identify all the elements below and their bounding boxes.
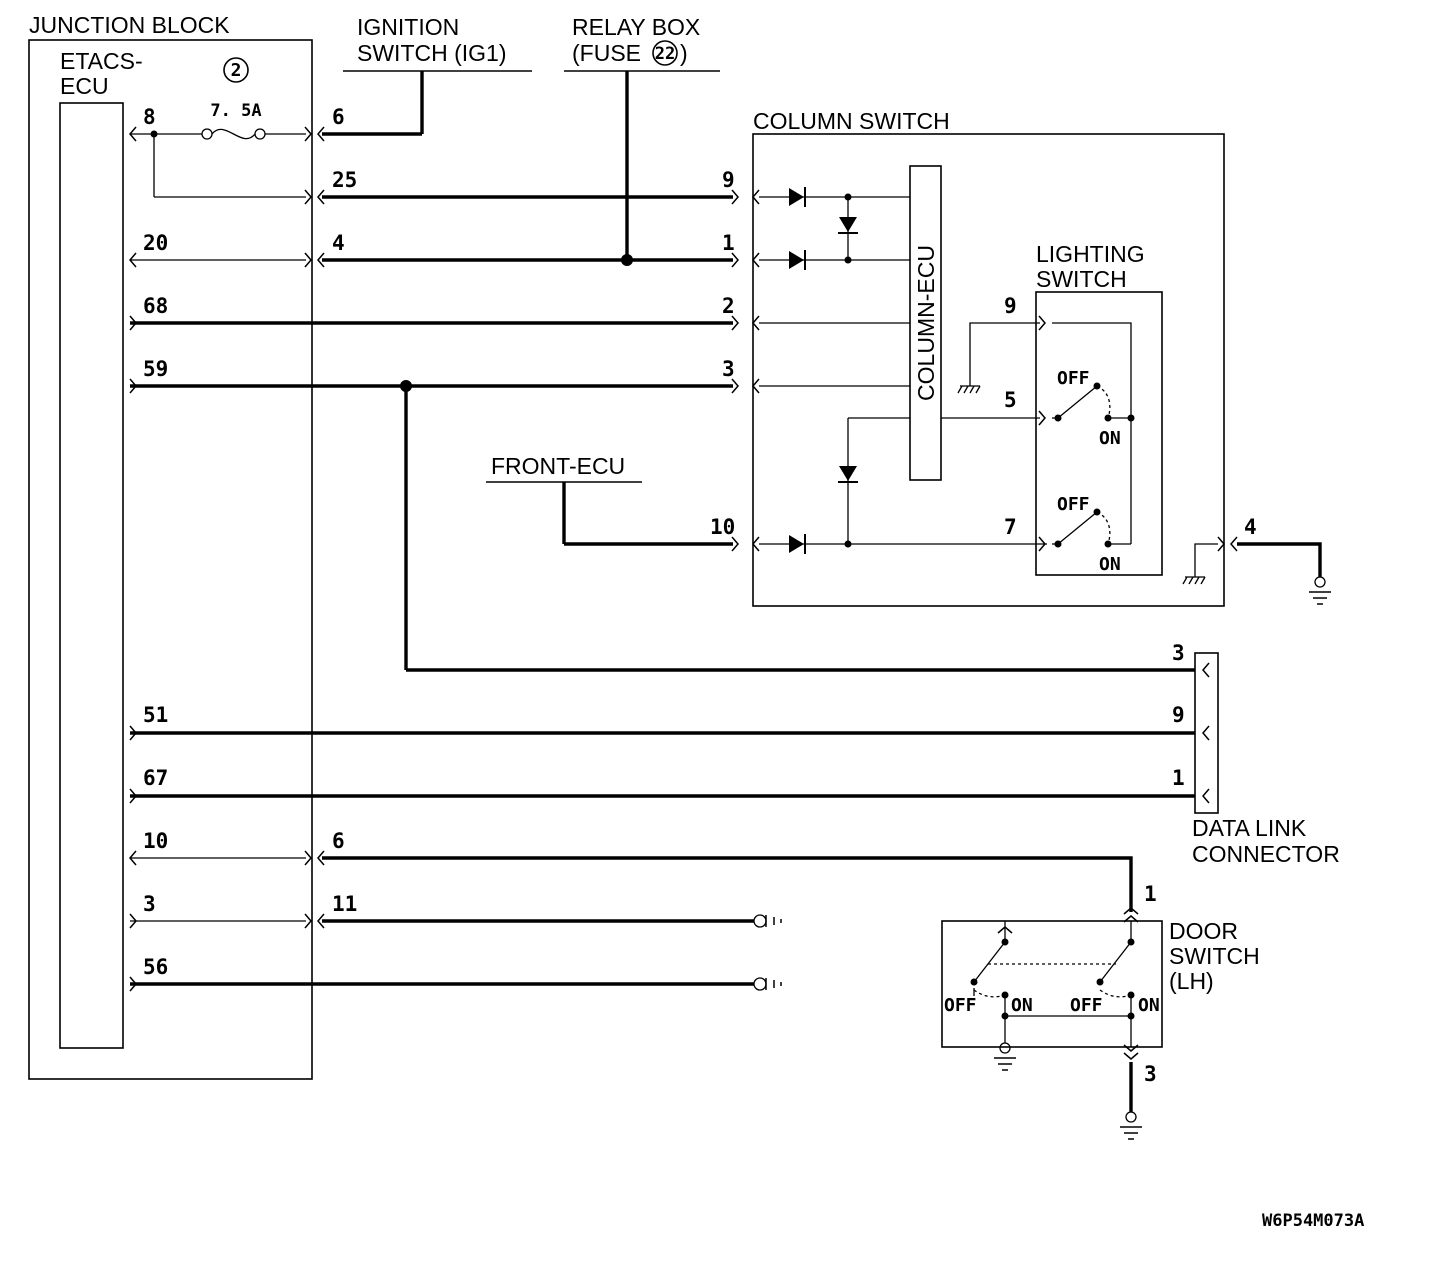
door-switch: DOOR SWITCH (LH) 1 3 OFF ON OFF ON: [941, 882, 1260, 1140]
relay-box-label-3: ): [680, 40, 688, 66]
junction-out-pins: 6 25 4 6 11: [332, 105, 357, 916]
ground-icon: [1119, 1126, 1143, 1140]
etacs-pin-51: 51: [143, 703, 168, 727]
door-switch-label-2: SWITCH: [1169, 943, 1260, 969]
etacs-pin-68: 68: [143, 294, 168, 318]
relay-fuse-circle: [652, 40, 678, 66]
dlc-pin-1: 1: [1172, 766, 1185, 790]
diode-icon: [837, 465, 859, 483]
diode-icon: [788, 186, 806, 208]
lighting-switch: LIGHTING SWITCH 9 5 7 OFF ON OFF ON: [1004, 241, 1163, 576]
ignition-switch-label-2: SWITCH (IG1): [357, 40, 507, 66]
etacs-pin-10: 10: [143, 829, 168, 853]
jb-pin-4: 4: [332, 231, 345, 255]
front-ecu: FRONT-ECU: [486, 453, 739, 552]
jb-pin-11: 11: [332, 892, 357, 916]
column-switch-label: COLUMN SWITCH: [753, 108, 950, 134]
ground-connection-icon: [999, 1042, 1011, 1054]
etacs-pin-56: 56: [143, 955, 168, 979]
column-switch: COLUMN SWITCH 9 1 2 3 10 COLUMN-ECU: [710, 108, 1332, 607]
ground-icon: [957, 385, 981, 394]
door-switch-label-3: (LH): [1169, 968, 1214, 994]
dlc-label-2: CONNECTOR: [1192, 841, 1340, 867]
body-ground-icon-2: [753, 977, 782, 991]
lighting-on-label-2: ON: [1099, 554, 1121, 575]
column-ground-pin-4: 4: [1244, 515, 1257, 539]
fuse-number: 2: [231, 60, 242, 81]
etacs-pins: 8 20 68 59 51 67 10 3 56: [143, 105, 168, 979]
door-pin-3: 3: [1144, 1062, 1157, 1086]
ground-connection-icon: [1125, 1111, 1137, 1123]
body-ground-icon-1: [753, 914, 782, 928]
door-on-label-2: ON: [1138, 995, 1160, 1016]
ground-connection-icon: [1314, 576, 1326, 588]
lighting-on-label-1: ON: [1099, 428, 1121, 449]
data-link-connector: 3 9 1 DATA LINK CONNECTOR: [1172, 641, 1340, 867]
etacs-ecu-box: [59, 102, 124, 1049]
lighting-pin-7: 7: [1004, 515, 1017, 539]
ground-icon: [1182, 576, 1206, 585]
switch-contact-icon: [1057, 511, 1098, 545]
relay-fuse-number: 22: [655, 44, 675, 64]
lighting-switch-label-2: SWITCH: [1036, 266, 1127, 292]
ignition-switch: IGNITION SWITCH (IG1): [317, 14, 532, 142]
switch-contact-icon: [973, 941, 1006, 983]
internal-wires: [129, 126, 312, 929]
relay-box: RELAY BOX (FUSE 22 ): [564, 14, 720, 266]
wire-6-door1: [322, 856, 1133, 912]
lighting-pin-5: 5: [1004, 388, 1017, 412]
column-pin-1: 1: [722, 231, 735, 255]
column-pin-10: 10: [710, 515, 735, 539]
etacs-pin-59: 59: [143, 357, 168, 381]
etacs-pin-20: 20: [143, 231, 168, 255]
fuse-number-circle: [223, 57, 249, 83]
ground-icon: [1308, 591, 1332, 605]
fuse-icon: [201, 128, 266, 140]
lighting-pin-9: 9: [1004, 294, 1017, 318]
etacs-pin-8: 8: [143, 105, 156, 129]
jb-pin-6a: 6: [332, 105, 345, 129]
door-pin-1: 1: [1144, 882, 1157, 906]
dlc-pin-9: 9: [1172, 703, 1185, 727]
jb-pin-6b: 6: [332, 829, 345, 853]
front-ecu-label: FRONT-ECU: [491, 453, 625, 479]
etacs-ecu-label-1: ETACS-: [60, 48, 143, 74]
etacs-ecu-label-2: ECU: [60, 73, 109, 99]
door-off-label-1: OFF: [944, 995, 977, 1016]
ignition-switch-label-1: IGNITION: [357, 14, 459, 40]
column-pin-2: 2: [722, 294, 735, 318]
door-on-label-1: ON: [1011, 995, 1033, 1016]
jb-pin-25: 25: [332, 168, 357, 192]
fuse-rating: 7. 5A: [210, 101, 261, 121]
etacs-pin-67: 67: [143, 766, 168, 790]
figure-reference: W6P54M073A: [1262, 1211, 1364, 1231]
relay-box-label-2: (FUSE: [572, 40, 641, 66]
dlc-pin-3: 3: [1172, 641, 1185, 665]
relay-box-label-1: RELAY BOX: [572, 14, 700, 40]
diode-icon: [788, 533, 806, 555]
diode-icon: [837, 216, 859, 234]
lighting-switch-label-1: LIGHTING: [1036, 241, 1145, 267]
column-pin-9: 9: [722, 168, 735, 192]
switch-contact-icon: [1057, 385, 1098, 419]
junction-block-label: JUNCTION BLOCK: [29, 12, 230, 38]
diode-icon: [788, 249, 806, 271]
ground-icon: [993, 1057, 1017, 1071]
switch-contact-icon: [1099, 941, 1132, 983]
lighting-off-label-2: OFF: [1057, 494, 1090, 515]
door-switch-label-1: DOOR: [1169, 918, 1238, 944]
column-pin-3: 3: [722, 357, 735, 381]
junction-block: JUNCTION BLOCK ETACS- ECU 2 7. 5A: [28, 12, 313, 1080]
column-ecu-label: COLUMN-ECU: [913, 245, 939, 401]
dlc-label-1: DATA LINK: [1192, 815, 1307, 841]
etacs-pin-3: 3: [143, 892, 156, 916]
lighting-off-label-1: OFF: [1057, 368, 1090, 389]
door-off-label-2: OFF: [1070, 995, 1103, 1016]
